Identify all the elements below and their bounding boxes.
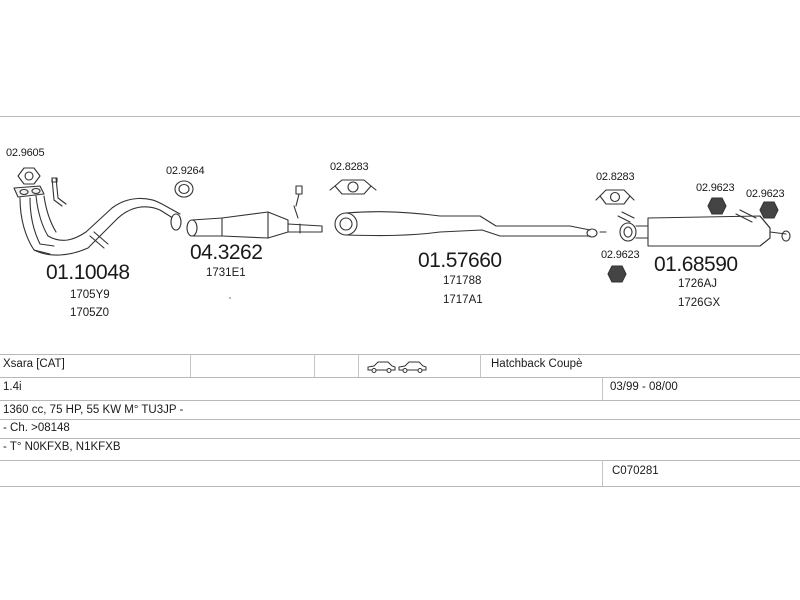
gasket-02-9264-drawing: [174, 180, 194, 198]
part-ref: 1731E1: [206, 267, 246, 279]
part-ref: 1726GX: [678, 297, 721, 309]
table-divider: [480, 354, 481, 377]
table-line: [0, 438, 800, 439]
part-number-rear-silencer: 01.68590: [654, 253, 738, 276]
exhaust-system-diagram: [13, 167, 791, 299]
part-code-02-8283-b: 02.8283: [596, 171, 635, 183]
table-line: [0, 486, 800, 487]
vehicle-specs: 1360 cc, 75 HP, 55 KW M° TU3JP -: [3, 404, 184, 416]
front-pipe-drawing: [13, 185, 182, 256]
table-divider: [190, 354, 191, 377]
rubber-mount-02-9623-drawing: [607, 197, 779, 283]
catalog-code: C070281: [612, 465, 659, 477]
part-ref: 171788: [443, 275, 482, 287]
vehicle-type-codes: - T° N0KFXB, N1KFXB: [3, 441, 121, 453]
vehicle-body-type: Hatchback Coupè: [491, 358, 583, 370]
catalyst-drawing: [186, 185, 323, 239]
table-divider: [602, 460, 603, 486]
clamp-02-8283-a-drawing: [329, 179, 377, 195]
part-ref: 1726AJ: [678, 278, 718, 290]
car-body-icon: [367, 361, 427, 373]
vehicle-chassis: - Ch. >08148: [3, 422, 70, 434]
part-number-catalyst: 04.3262: [190, 241, 263, 264]
centre-silencer-drawing: [334, 211, 607, 238]
rear-silencer-drawing: [617, 209, 791, 247]
table-line: [0, 419, 800, 420]
part-code-02-9623-a: 02.9623: [696, 182, 735, 194]
top-border: [0, 116, 800, 117]
table-line: [0, 400, 800, 401]
vehicle-model: Xsara [CAT]: [3, 358, 65, 370]
part-code-02-8283-a: 02.8283: [330, 161, 369, 173]
part-code-02-9623-b: 02.9623: [746, 188, 785, 200]
gasket-02-9605-drawing: [17, 167, 67, 207]
table-line: [0, 460, 800, 461]
table-divider: [602, 377, 603, 400]
vehicle-years: 03/99 - 08/00: [610, 381, 678, 393]
table-line: [0, 377, 800, 378]
clamp-02-8283-b-drawing: [595, 189, 635, 205]
table-divider: [314, 354, 315, 377]
part-ref: 1717A1: [443, 294, 483, 306]
table-line: [0, 354, 800, 355]
table-divider: [358, 354, 359, 377]
part-ref: 1705Y9: [70, 289, 110, 301]
part-code-02-9605: 02.9605: [6, 147, 45, 159]
part-number-centre-silencer: 01.57660: [418, 249, 502, 272]
part-code-02-9623-c: 02.9623: [601, 249, 640, 261]
part-ref: 1705Z0: [70, 307, 110, 319]
part-number-front-pipe: 01.10048: [46, 261, 130, 284]
part-code-02-9264: 02.9264: [166, 165, 205, 177]
vehicle-engine: 1.4i: [3, 381, 22, 393]
